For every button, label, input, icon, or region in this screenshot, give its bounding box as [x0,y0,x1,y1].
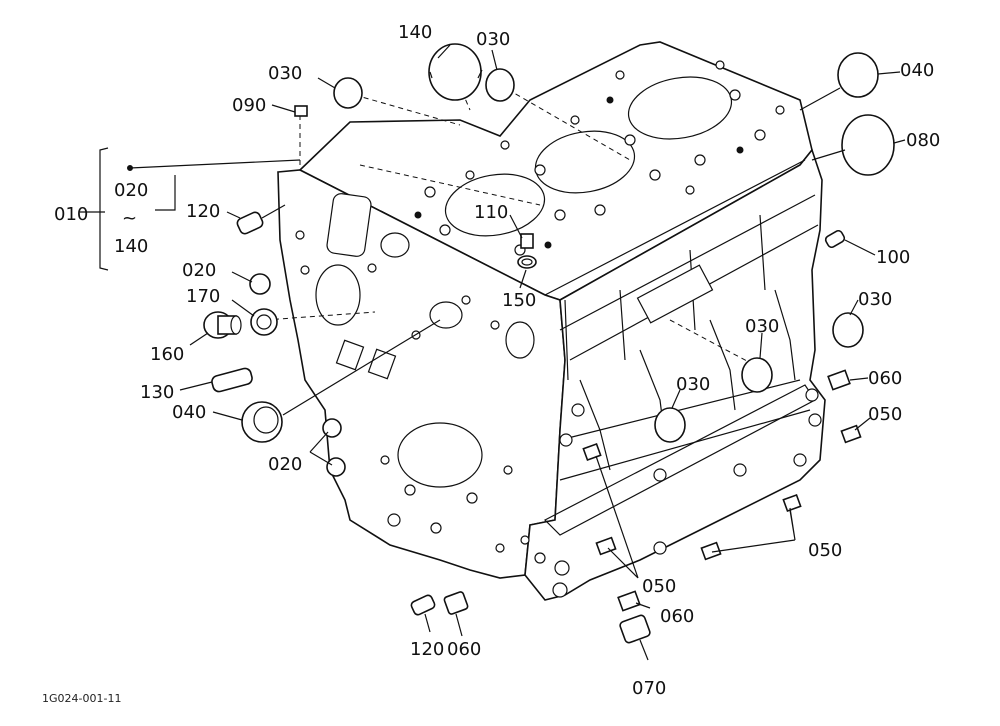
callout-040-left: 040 [172,402,206,423]
callout-030-left: 030 [268,63,302,84]
callout-050-r3: 050 [642,576,676,597]
plug-060-bottom-left [443,591,469,615]
front-face-details [295,193,535,553]
plug-060-bottom [617,590,641,612]
plug-040-right [799,52,879,111]
plug-160 [203,311,242,339]
callout-120-bottom: 120 [410,639,444,660]
callout-080: 080 [906,130,940,151]
callout-110: 110 [474,202,508,223]
callout-030-r3: 030 [676,374,710,395]
callout-030-r2: 030 [745,316,779,337]
seal-040-left [241,319,441,443]
callout-050-r1: 050 [868,404,902,425]
callout-150: 150 [502,290,536,311]
callout-020-range: 020 [114,180,148,201]
callout-090: 090 [232,95,266,116]
dowel-120-left [236,204,286,235]
callout-170: 170 [186,286,220,307]
callout-060-bottom: 060 [660,606,694,627]
callout-040-right: 040 [900,60,934,81]
callout-130: 130 [140,382,174,403]
callout-060-bottom-left: 060 [447,639,481,660]
callout-060-right: 060 [868,368,902,389]
callout-020-a: 020 [182,260,216,281]
callout-160: 160 [150,344,184,365]
callout-020-b: 020 [268,454,302,475]
plug-030-right-2 [741,357,773,393]
figure-code: 1G024-001-11 [42,692,121,705]
plug-030-top [485,68,515,102]
pin-090 [294,105,308,117]
plug-060-right [827,369,851,391]
callout-120-left: 120 [186,201,220,222]
leader-lines [80,44,906,661]
callout-070: 070 [632,678,666,699]
pin-110 [520,233,534,249]
dowel-120-bottom [410,594,436,616]
callout-050-r2: 050 [808,540,842,561]
callout-030-top: 030 [476,29,510,50]
callout-tilde: ~ [122,208,137,229]
callout-140-range: 140 [114,236,148,257]
cylinder-bores [444,76,733,237]
plug-020-b [322,418,346,477]
plug-030-left [333,77,363,109]
callout-140: 140 [398,22,432,43]
deck-holes [414,60,785,256]
callout-100: 100 [876,247,910,268]
pin-100 [824,229,846,249]
callout-labels: 010 020 ~ 140 140 030 030 090 120 110 15… [42,22,940,705]
callout-010: 010 [54,204,88,225]
side-bosses [534,388,822,598]
plug-030-right-3 [654,407,686,443]
plug-020-a [249,273,271,295]
pipe-130 [211,367,253,393]
plug-140-top [428,43,483,101]
washer-170 [250,308,278,336]
ring-150 [517,255,537,269]
plug-070-bottom [619,614,651,644]
plug-030-right-1 [832,312,864,348]
callout-030-r1: 030 [858,289,892,310]
plug-080-right [811,114,895,176]
cylinder-block [277,41,826,601]
